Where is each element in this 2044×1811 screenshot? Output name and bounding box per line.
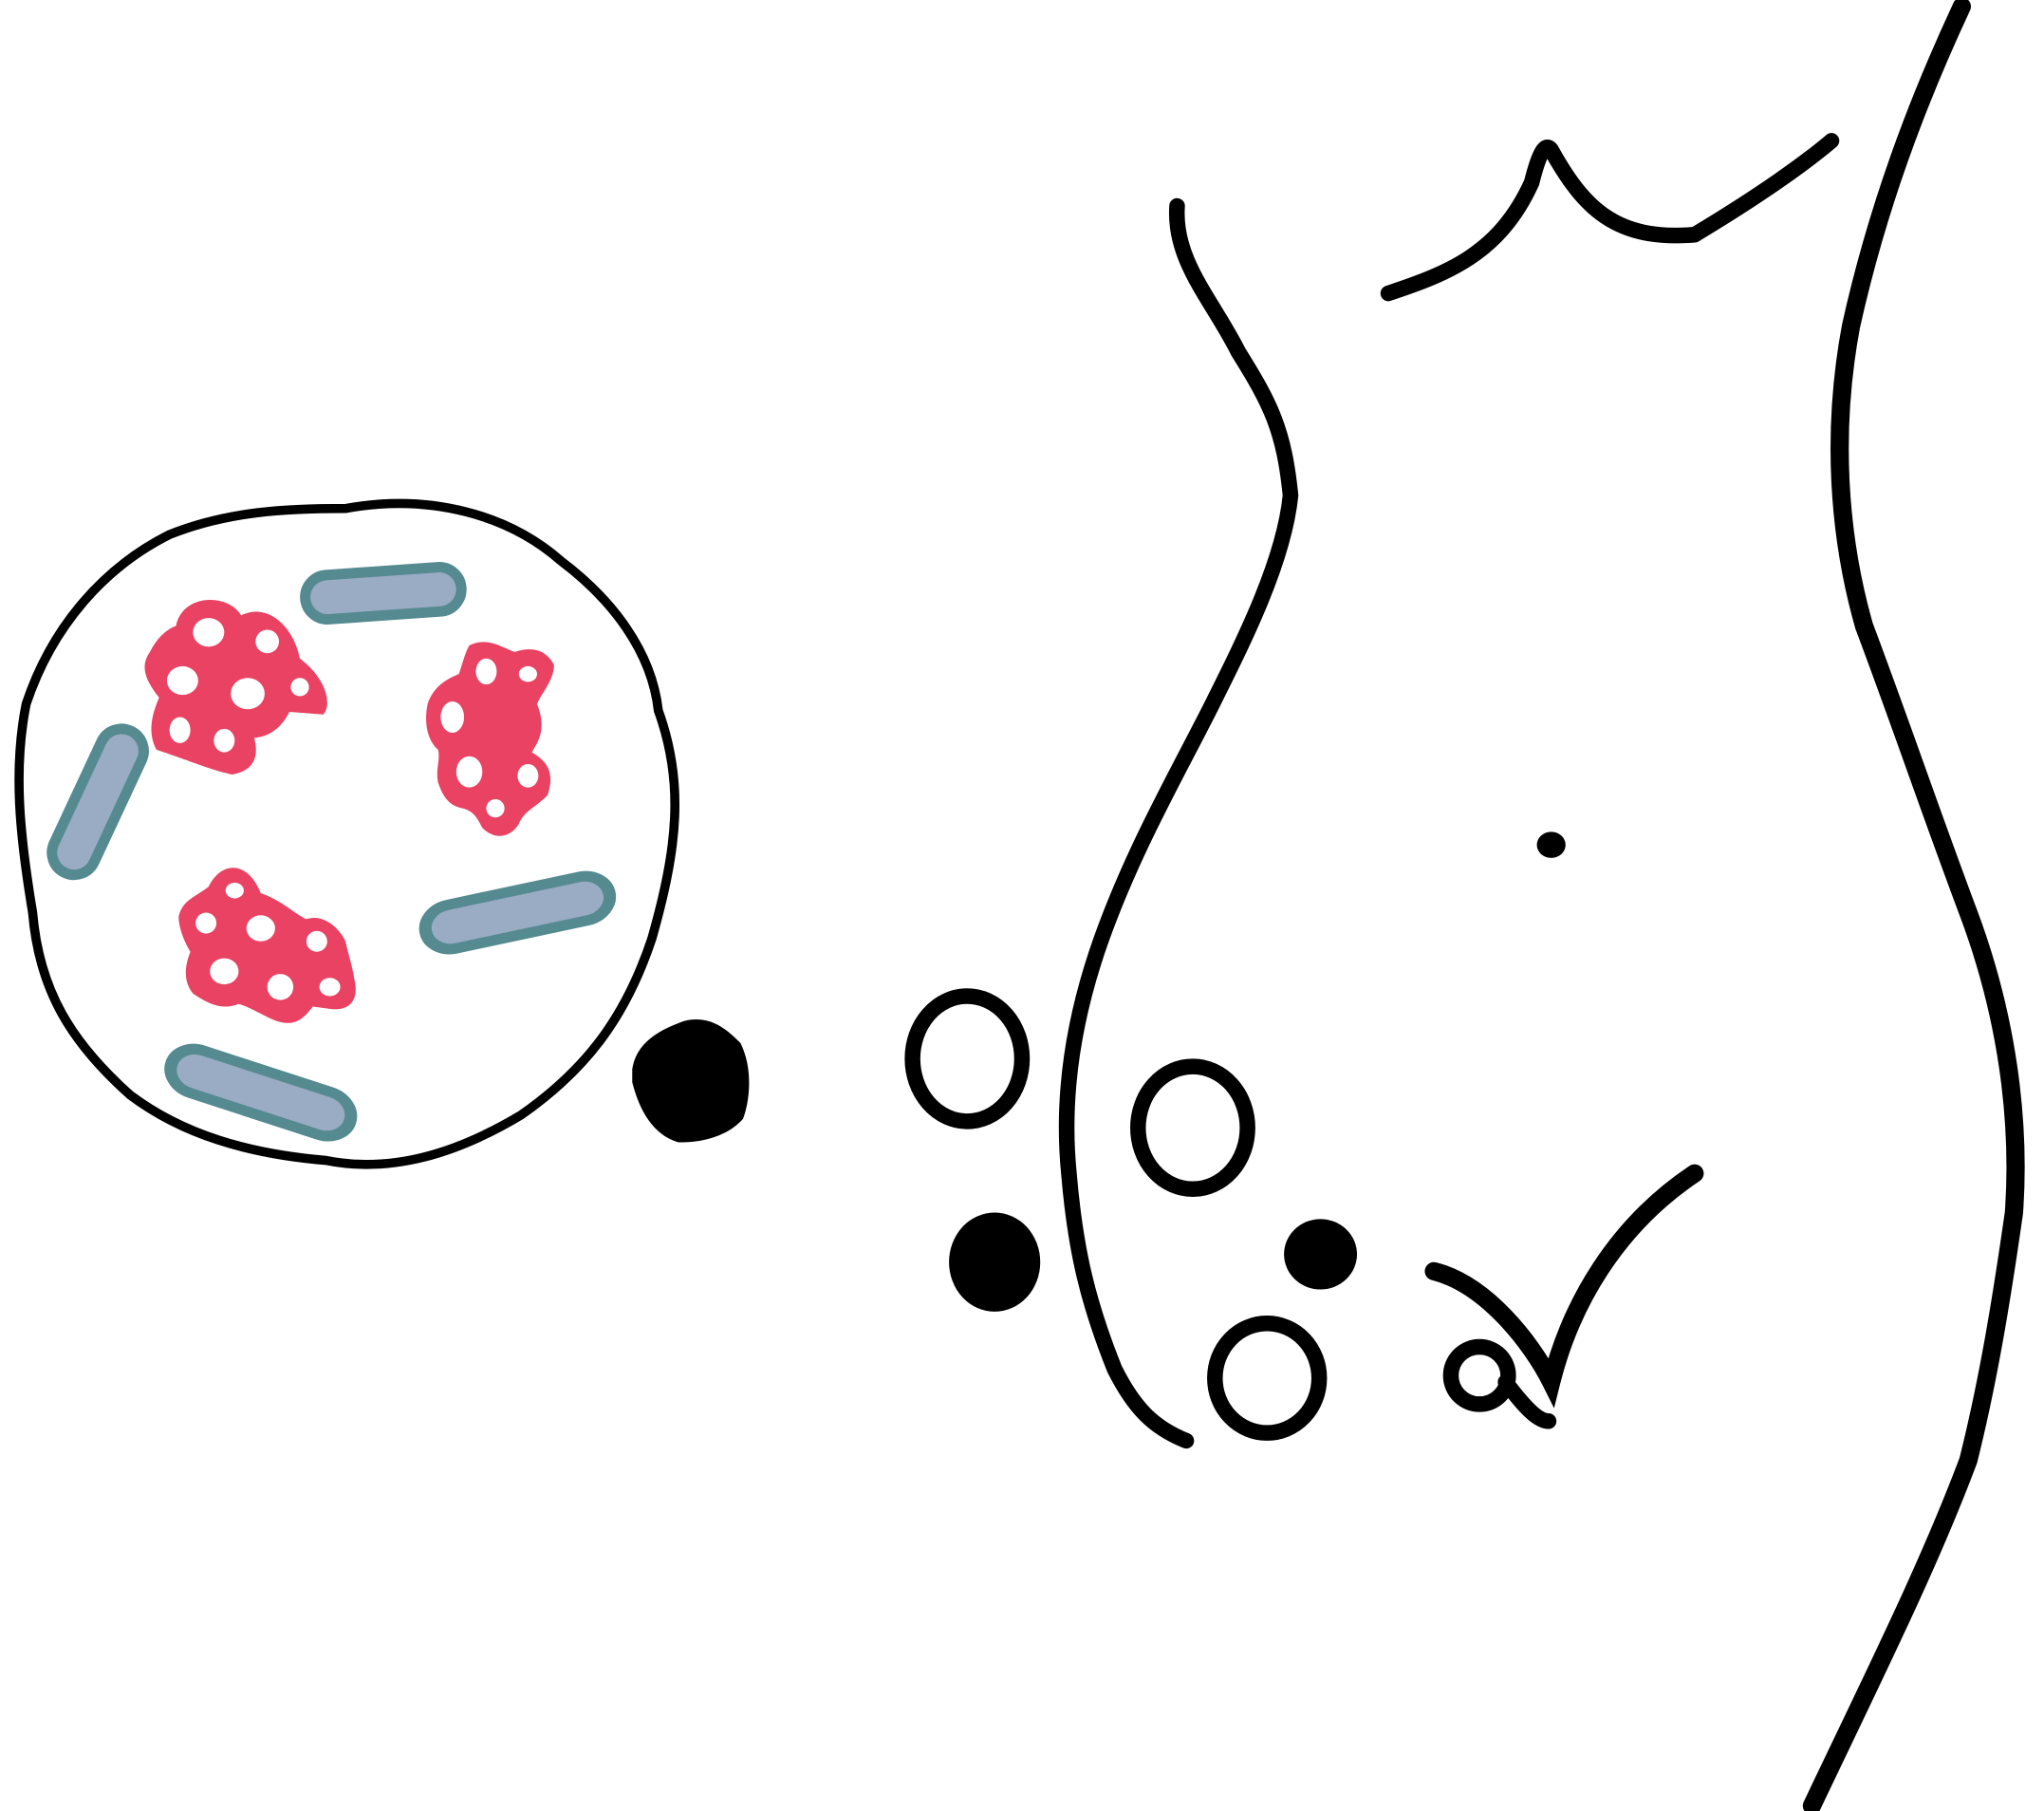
back-outline bbox=[1058, 197, 1299, 1449]
cocci-cluster bbox=[426, 642, 554, 836]
rod-bacterium bbox=[45, 721, 151, 882]
navel bbox=[1536, 831, 1566, 858]
belly-outline bbox=[1802, 0, 2025, 1811]
cocci-cluster bbox=[144, 600, 327, 775]
cocci-cluster bbox=[178, 868, 356, 1023]
magnified-view bbox=[14, 498, 680, 1169]
bacterium-blob bbox=[632, 1018, 750, 1143]
pregnant-body-outline bbox=[1058, 0, 2025, 1811]
rod-bacterium bbox=[304, 566, 463, 621]
wavy-circle-border bbox=[14, 498, 680, 1169]
breast-outline bbox=[1380, 133, 1840, 302]
bacteria-dots bbox=[904, 988, 1704, 1441]
rod-bacterium bbox=[421, 871, 614, 954]
